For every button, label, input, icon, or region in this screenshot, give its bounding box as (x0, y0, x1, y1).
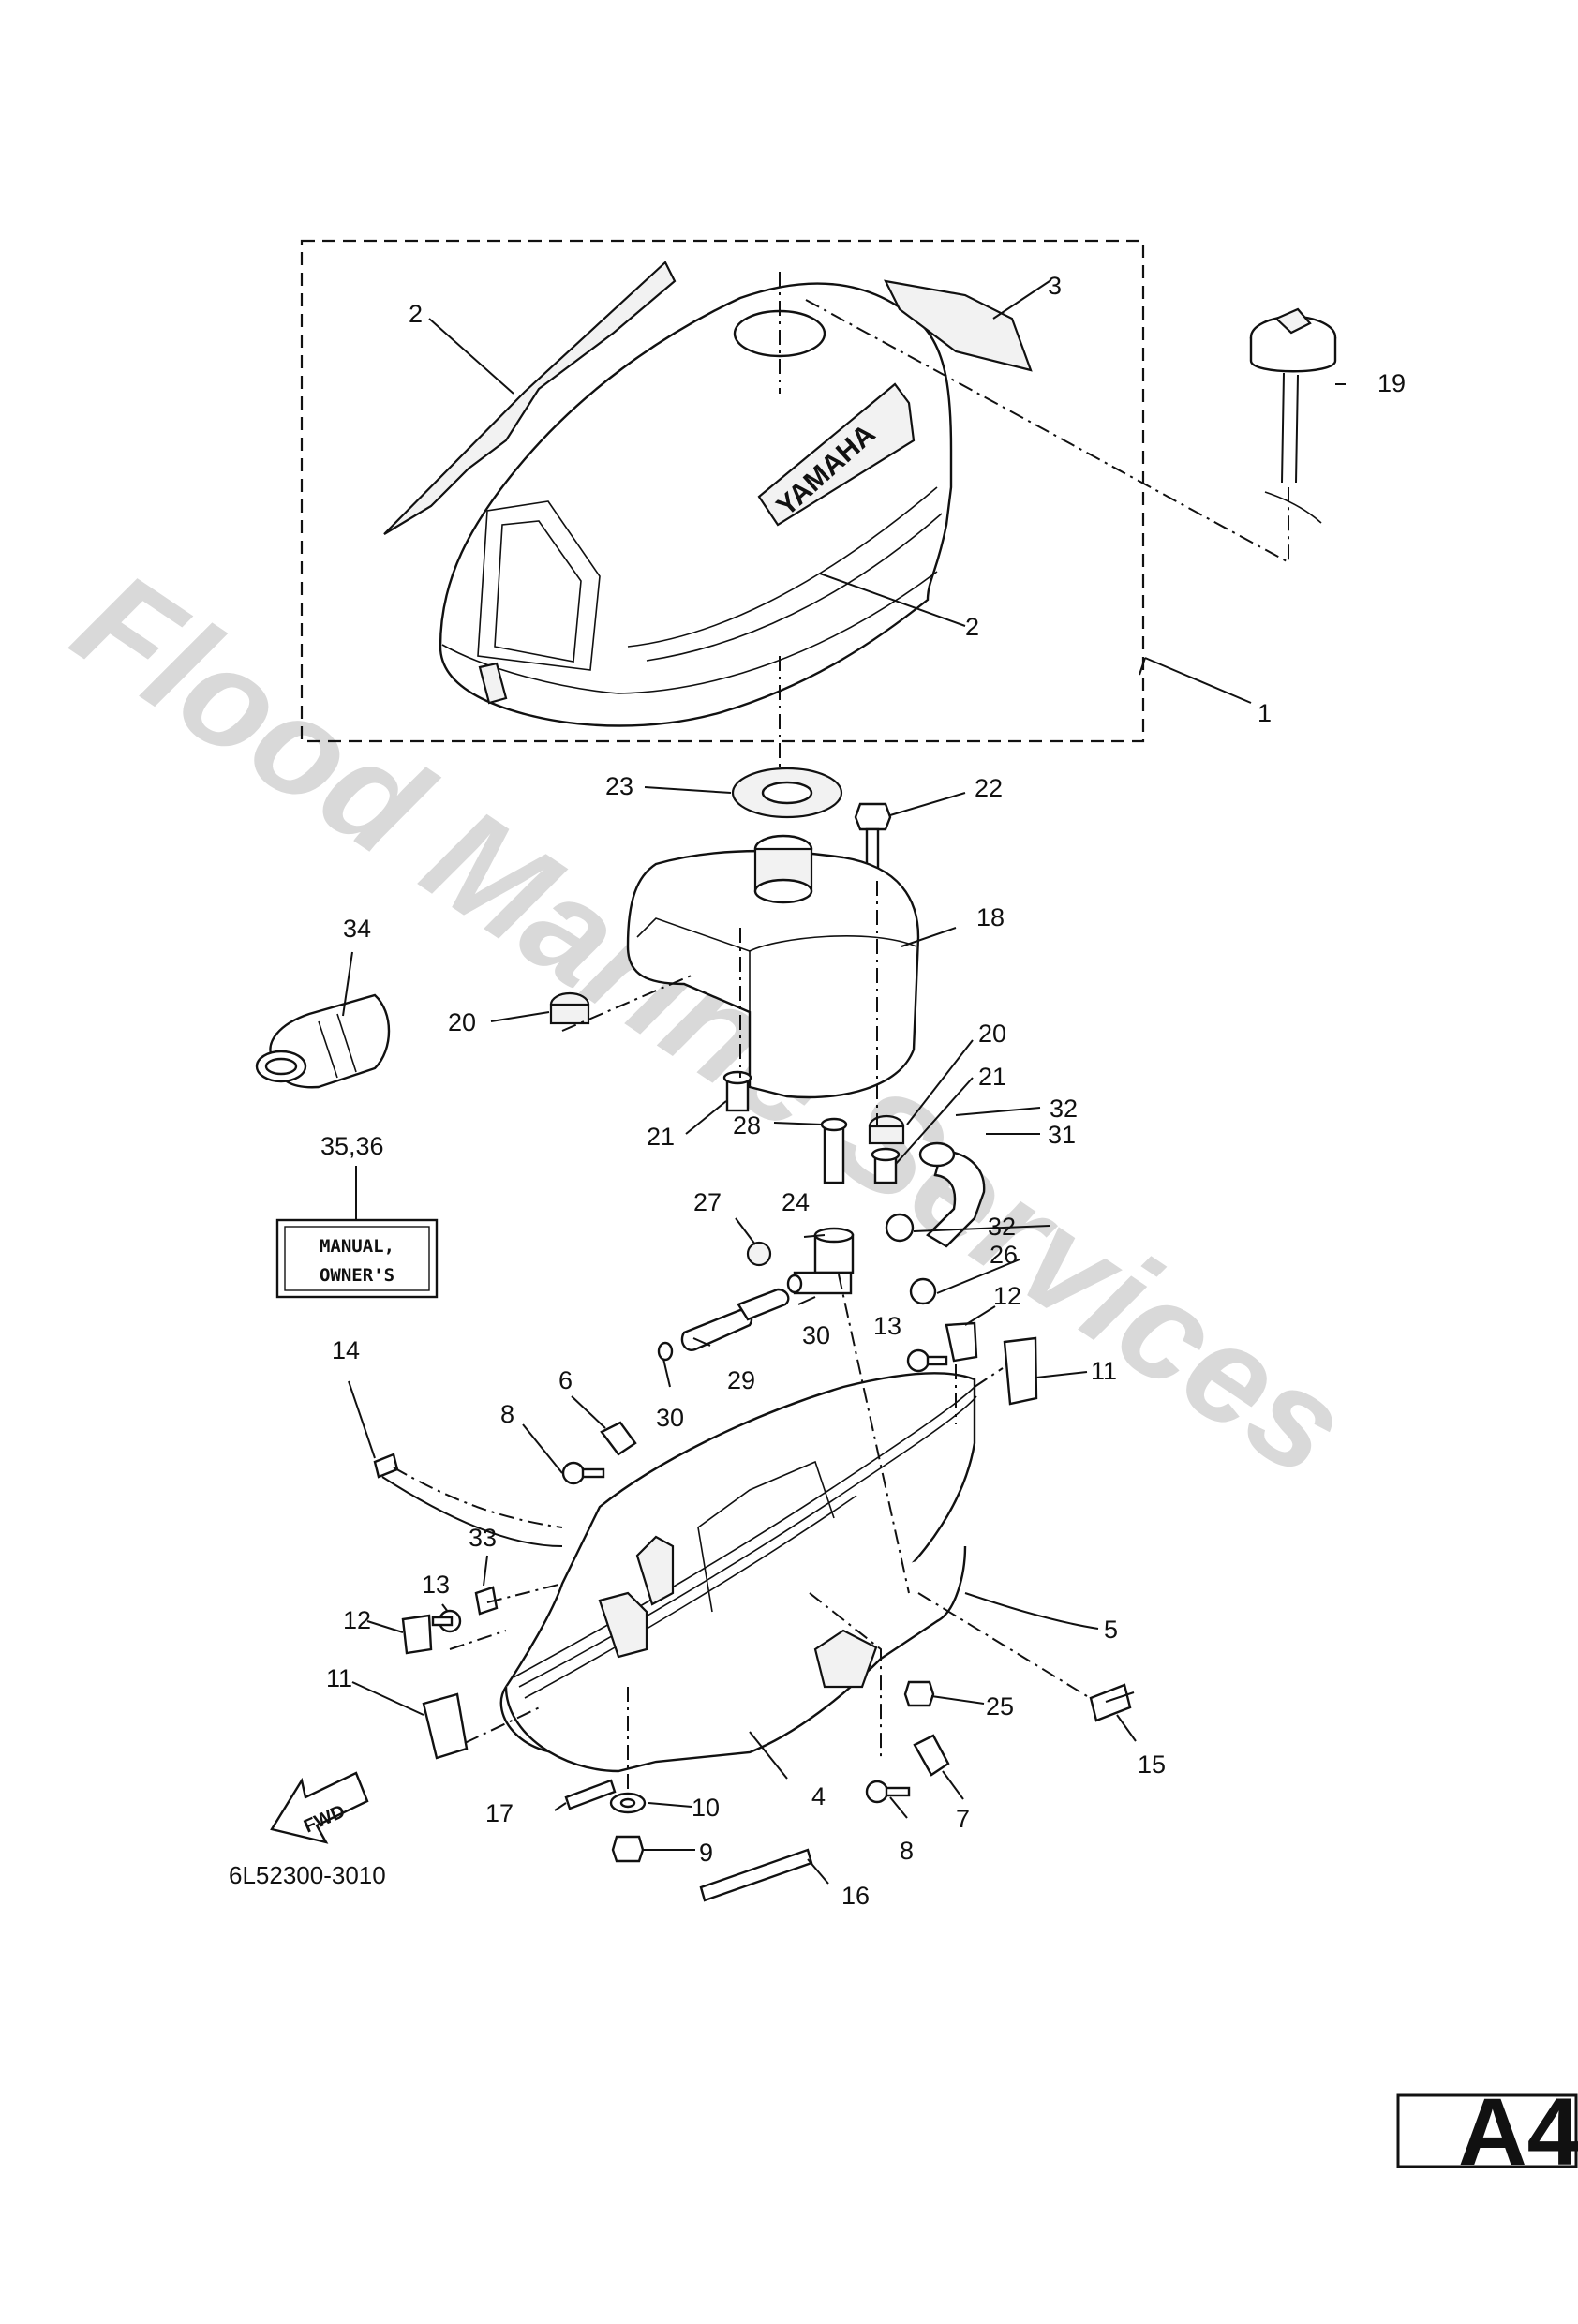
clip-11-right (1003, 1336, 1038, 1406)
joint-28 (820, 1117, 848, 1184)
collar-21-left (722, 1070, 752, 1112)
callout-9: 9 (699, 1839, 713, 1867)
strip-17 (564, 1779, 617, 1810)
callout-12-left: 12 (343, 1606, 371, 1634)
callout-14: 14 (332, 1336, 360, 1364)
callout-11-right: 11 (1091, 1357, 1117, 1385)
clamp-7-and-screw-8 (865, 1734, 950, 1804)
callout-22: 22 (975, 774, 1003, 802)
clip-11-left (422, 1692, 469, 1760)
fuel-cock-24 (793, 1227, 855, 1295)
fuel-tank (626, 834, 920, 1099)
forward-direction-arrow: FWD (270, 1771, 369, 1844)
grommet-20-left (549, 991, 590, 1025)
callout-23: 23 (605, 772, 633, 800)
callout-33: 33 (469, 1524, 497, 1552)
label-33 (474, 1586, 499, 1616)
callout-29: 29 (727, 1366, 755, 1394)
page-marker-text: A4 (1458, 2078, 1578, 2185)
callout-26: 26 (990, 1241, 1018, 1269)
clip-30-right (786, 1274, 803, 1294)
callout-16: 16 (841, 1882, 870, 1910)
callout-4: 4 (811, 1782, 826, 1810)
callout-32-top: 32 (1050, 1095, 1078, 1123)
callout-32-bottom: 32 (988, 1213, 1016, 1241)
callout-6: 6 (558, 1366, 573, 1394)
strip-16 (699, 1848, 813, 1902)
callout-17: 17 (485, 1799, 514, 1827)
top-cowling: YAMAHA (383, 261, 1033, 727)
bracket-12-left (401, 1609, 462, 1655)
manual-box-line2: OWNER'S (320, 1265, 394, 1286)
callout-2-top: 2 (409, 300, 423, 328)
screw-6-and-bracket (561, 1421, 637, 1485)
bolt-25 (903, 1680, 935, 1707)
bottom-cowling (499, 1372, 977, 1773)
callout-30-right: 30 (802, 1321, 830, 1349)
callout-21-right: 21 (978, 1063, 1006, 1091)
callout-3: 3 (1048, 272, 1062, 300)
callout-8-lower: 8 (900, 1837, 914, 1865)
callout-25: 25 (986, 1692, 1014, 1721)
hose-clip-32-bottom (885, 1213, 915, 1243)
yamaha-badge (757, 382, 916, 527)
cowling-decal-left (383, 261, 677, 535)
hose-29b (737, 1288, 790, 1321)
callout-11-left: 11 (326, 1664, 352, 1692)
bolt-9 (611, 1835, 645, 1863)
callout-1: 1 (1258, 699, 1272, 727)
washer-10 (609, 1792, 647, 1814)
callouts: 1 2 2 3 4 5 6 7 8 8 9 10 11 11 12 12 13 … (320, 272, 1406, 1910)
clip-30-left (657, 1341, 674, 1362)
owners-manual-box: MANUAL, OWNER'S (275, 1218, 439, 1299)
callout-2-mid: 2 (965, 613, 979, 641)
callout-20-right: 20 (978, 1020, 1006, 1048)
label-15 (1089, 1683, 1132, 1722)
callout-30-left: 30 (656, 1404, 684, 1432)
callout-5: 5 (1104, 1616, 1118, 1644)
callout-13-left: 13 (422, 1571, 450, 1599)
hose-clip-32-top (918, 1141, 956, 1168)
collar-21-right (871, 1147, 901, 1184)
callout-27: 27 (693, 1188, 722, 1216)
manual-box-line1: MANUAL, (320, 1236, 394, 1257)
callout-35-36: 35,36 (320, 1132, 384, 1160)
callout-24: 24 (782, 1188, 810, 1216)
bracket-12-right (945, 1321, 978, 1363)
fuel-tank-cap (1249, 307, 1337, 524)
callout-21-left: 21 (647, 1123, 675, 1151)
top-cowling-assembly-box (300, 239, 1145, 743)
callout-18: 18 (976, 903, 1005, 931)
fuel-neck-grommet (731, 767, 843, 819)
screw-26 (909, 1277, 937, 1305)
leader-lines (342, 280, 1346, 1885)
alignment-lines (393, 272, 1289, 1790)
callout-15: 15 (1138, 1750, 1166, 1779)
callout-19: 19 (1377, 369, 1406, 397)
page-marker: A4 (1396, 2078, 1578, 2185)
hose-29 (680, 1308, 753, 1351)
callout-7: 7 (956, 1805, 970, 1833)
fuel-hose-31 (926, 1149, 986, 1248)
callout-31: 31 (1048, 1121, 1076, 1149)
plug-27 (746, 1241, 772, 1267)
screw-13-right (906, 1348, 948, 1373)
callout-13-right: 13 (873, 1312, 901, 1340)
callout-20-left: 20 (448, 1008, 476, 1036)
cowling-decal-top (884, 279, 1033, 372)
intake-silencer (255, 993, 391, 1089)
callout-28: 28 (733, 1111, 761, 1140)
callout-8-upper: 8 (500, 1400, 514, 1428)
grommet-20-right (868, 1114, 905, 1145)
callout-10: 10 (692, 1794, 720, 1822)
drawing-part-number: 6L52300-3010 (229, 1861, 386, 1889)
callout-34: 34 (343, 915, 371, 943)
callout-12-right: 12 (993, 1282, 1021, 1310)
label-14 (373, 1452, 399, 1479)
